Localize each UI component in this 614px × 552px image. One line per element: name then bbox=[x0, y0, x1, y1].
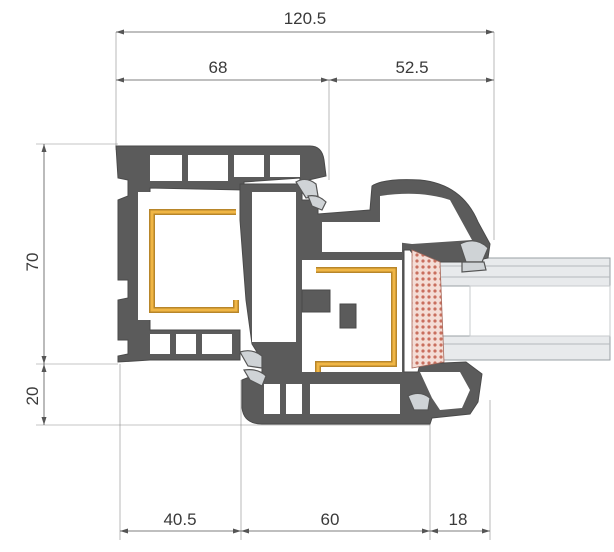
dimension-label-bottom-middle: 60 bbox=[321, 510, 340, 529]
dimension-bottom-left: 40.5 bbox=[119, 364, 242, 540]
dimension-sash-overhang: 52.5 bbox=[329, 58, 494, 83]
dimension-label-sash-overhang: 52.5 bbox=[395, 58, 428, 77]
frame-profile bbox=[115, 145, 327, 363]
dimension-label-base-height: 20 bbox=[23, 387, 42, 406]
dimension-label-total-height: 70 bbox=[23, 253, 42, 272]
dimension-base-height: 20 bbox=[23, 364, 430, 426]
dimension-label-total-width: 120.5 bbox=[284, 9, 327, 28]
dimension-label-frame-width: 68 bbox=[209, 58, 228, 77]
glazing-unit bbox=[439, 257, 611, 361]
dimension-total-height: 70 bbox=[23, 143, 118, 365]
dimension-label-bottom-right: 18 bbox=[449, 510, 468, 529]
dimension-label-bottom-left: 40.5 bbox=[163, 510, 196, 529]
gaskets bbox=[239, 178, 489, 411]
glazing-seal bbox=[411, 249, 445, 369]
dimension-total-width: 120.5 bbox=[115, 9, 495, 240]
dimension-bottom-middle: 60 bbox=[241, 420, 431, 540]
dimension-bottom-right: 18 bbox=[430, 400, 491, 540]
sash-profile bbox=[239, 179, 491, 425]
dimension-frame-width: 68 bbox=[116, 58, 330, 180]
